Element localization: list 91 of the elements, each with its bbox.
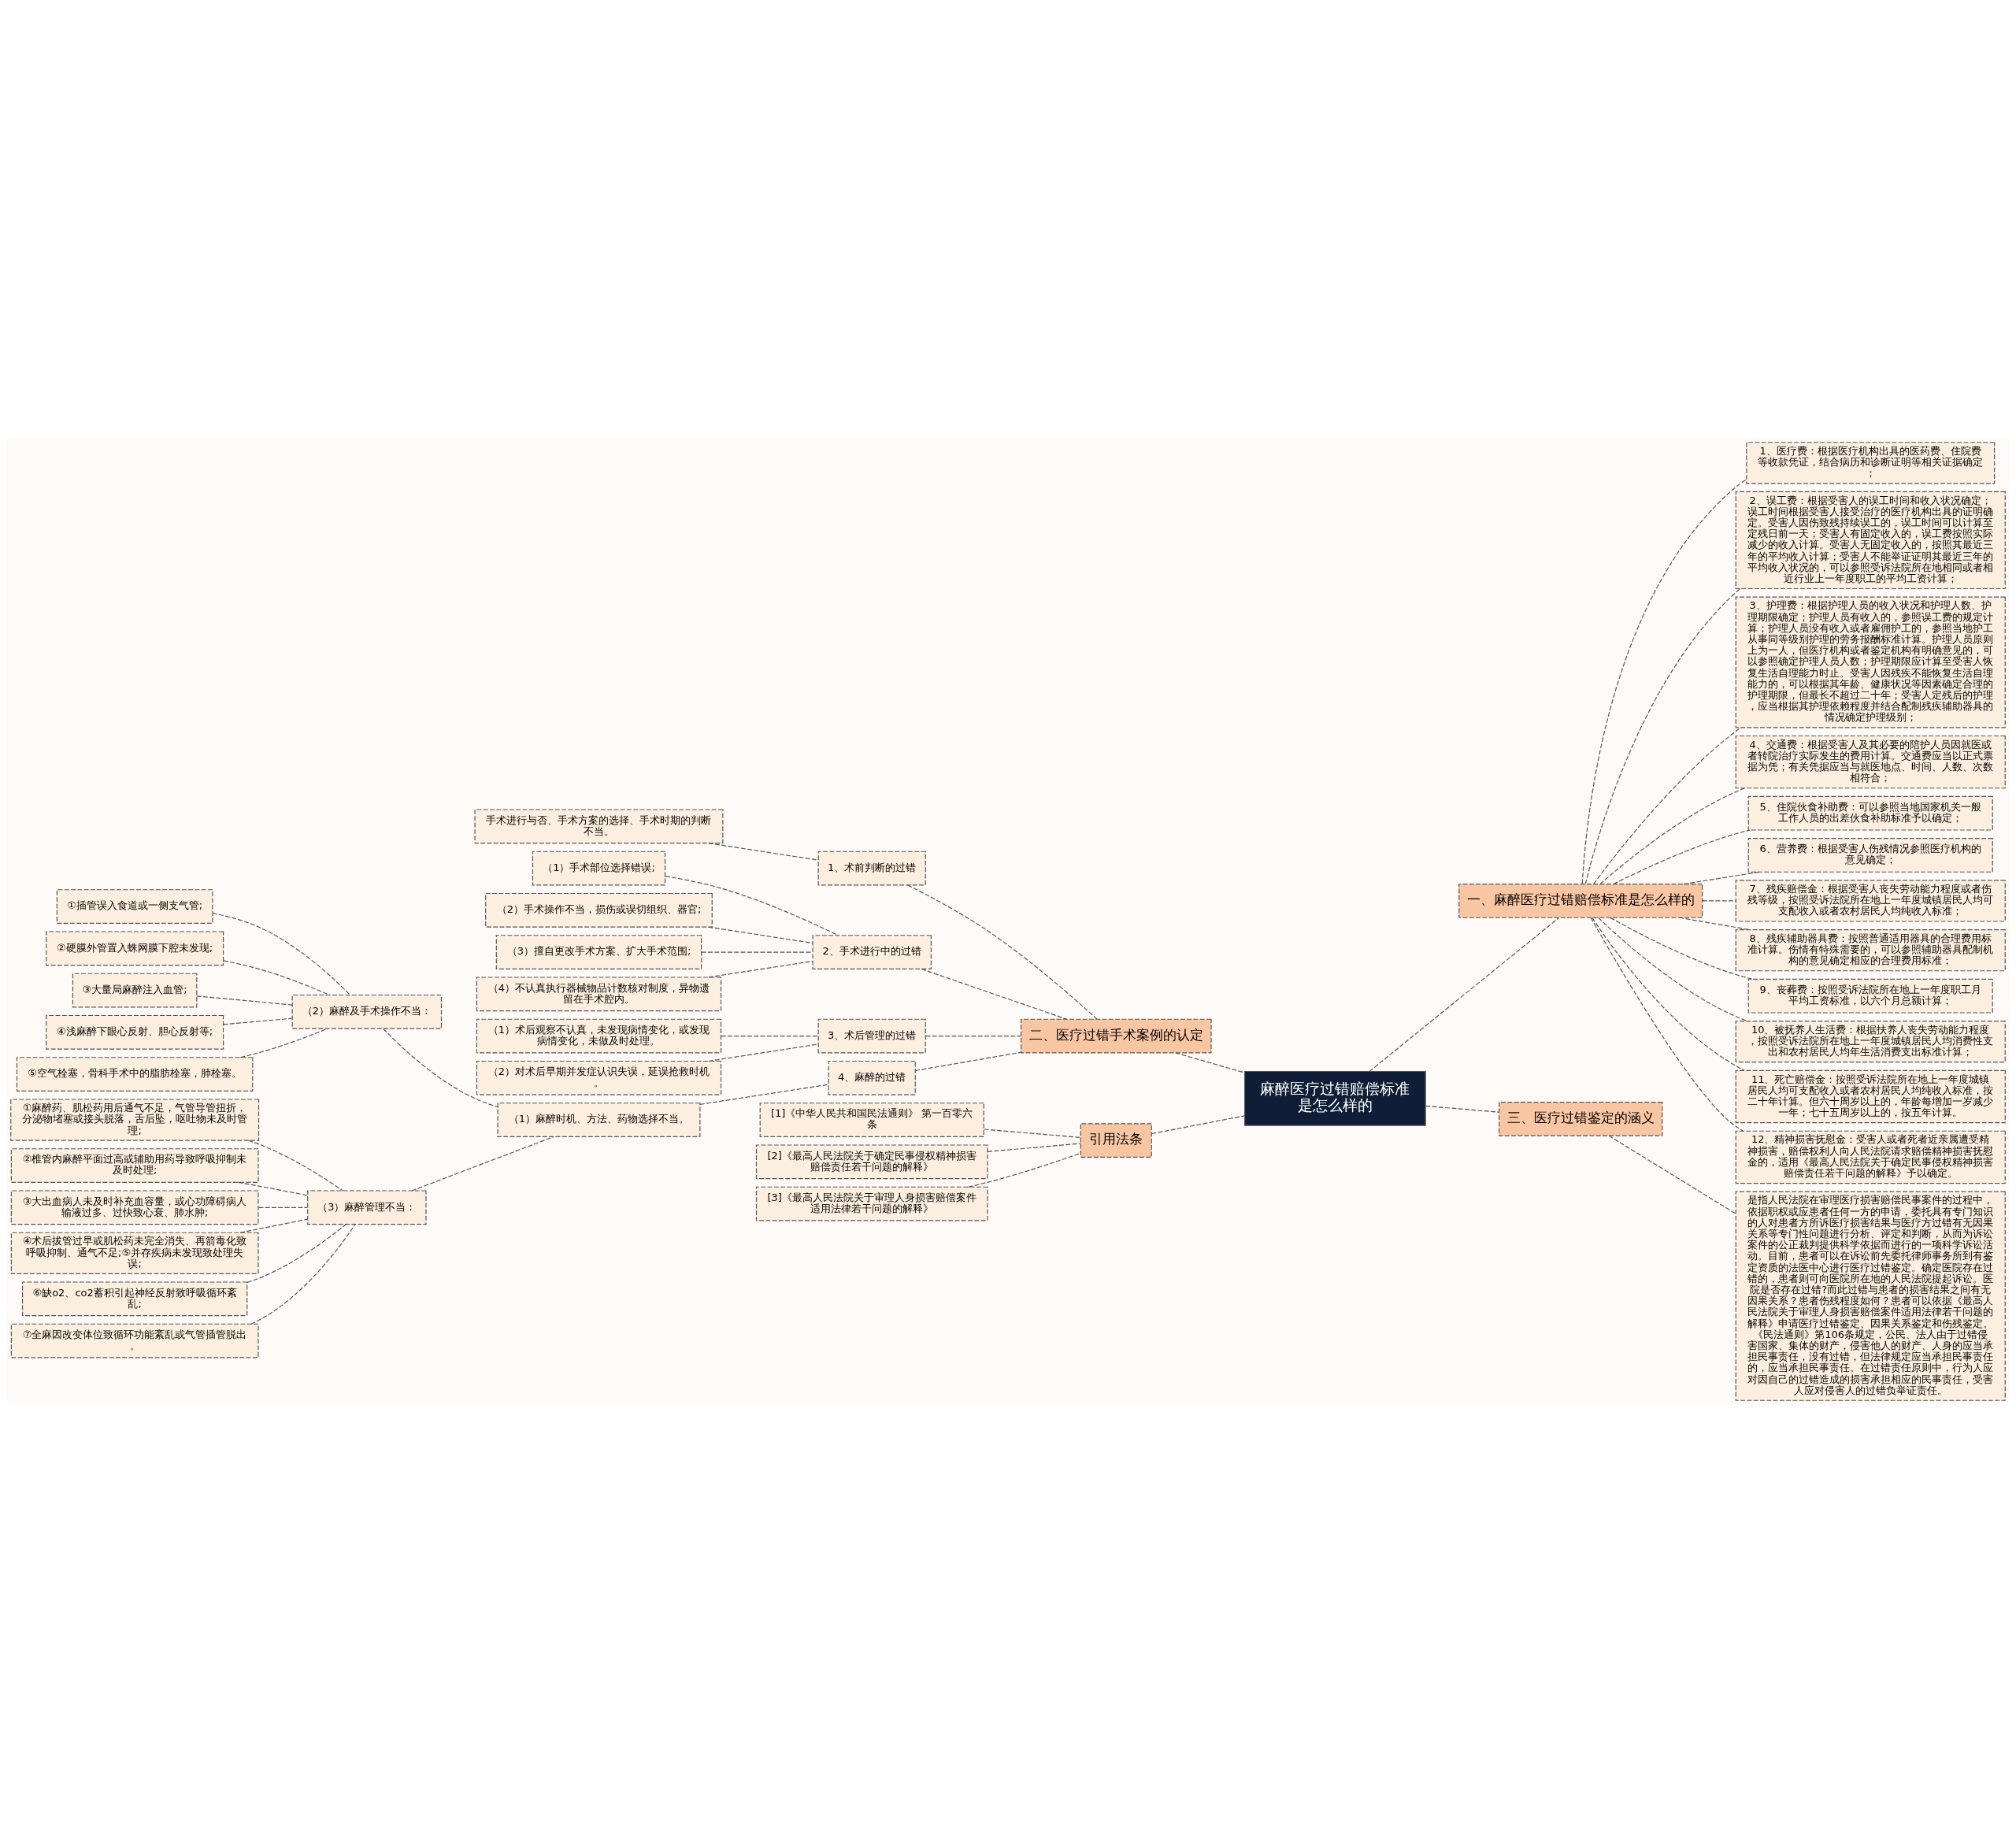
node-box: 二、医疗过错手术案例的认定 (1021, 1018, 1212, 1053)
node-box: ②椎管内麻醉平面过高或辅助用药导致呼吸抑制未及时处理; (10, 1147, 259, 1183)
node-box: （3）擅自更改手术方案、扩大手术范围; (495, 934, 702, 969)
connector (1598, 917, 1748, 1021)
node-box: ④浅麻醉下眼心反射、胆心反射等; (46, 1014, 224, 1050)
connector (411, 1136, 554, 1192)
node-box: [3]《最高人民法院关于审理人身损害赔偿案件适用法律若干问题的解释》 (755, 1186, 988, 1221)
node-box: 麻醉医疗过错赔偿标准是怎么样的 (1244, 1070, 1426, 1126)
connector (1425, 1105, 1500, 1113)
connector (925, 1035, 1021, 1036)
connector (984, 1128, 1081, 1138)
node-box: 8、残疾辅助器具费：按照普通适用器具的合理费用标准计算。伤情有特殊需要的，可以参照辅助器具配制机构的意见确定相应的合理费用标准； (1735, 928, 2006, 971)
node-box: ①插管误入食道或一侧支气管; (56, 888, 213, 924)
connector (967, 1152, 1081, 1188)
connector (1683, 871, 1760, 884)
node-box: ①麻醉药、肌松药用后通气不足，气管导管扭折，分泌物堵塞或接头脱落，舌后坠，呕吐物未及时管理; (10, 1098, 260, 1141)
connector (212, 912, 350, 995)
connector (383, 1028, 498, 1107)
connector (1702, 899, 1736, 902)
node-box: 9、丧葬费：按照受诉法院所在地上一年度职工月平均工资标准，以六个月总额计算； (1747, 978, 1993, 1014)
connector (914, 1051, 1021, 1071)
connector (258, 1206, 309, 1208)
connector (1584, 587, 1741, 884)
node-box: ⑥缺o2、co2蓄积引起神经反射致呼吸循环紊乱; (21, 1281, 248, 1316)
node-box: 1、术前判断的过错 (817, 851, 926, 885)
node-box: ⑦全麻因改变体位致循环功能紊乱或气管插管脱出。 (10, 1323, 259, 1358)
node-box: 5、住院伙食补助费：可以参照当地国家机关一般工作人员的出差伙食补助标准予以确定； (1747, 795, 1993, 831)
connector (1593, 727, 1741, 884)
connector (250, 1223, 356, 1325)
connector (701, 951, 813, 953)
connector (1592, 917, 1745, 1071)
node-box: ③大出血病人未及时补充血容量，或心功障碍病人输液过多、过快致心衰、肺水肿; (10, 1189, 259, 1225)
node-box: 7、残疾赔偿金：根据受害人丧失劳动能力程度或者伤残等级，按照受诉法院所在地上一年度城镇居民人均可支配收入或者农村居民人均纯收入标准； (1735, 879, 2006, 922)
connector (1599, 787, 1745, 884)
node-box: 3、护理费：根据护理人员的收入状况和护理人数、护理期限确定；护理人员有收入的，参照误工费的规定计算；护理人员没有收入或者雇佣护工的，参照当地护工从事同等级别护理的劳务报酬标准计算。护理人员原则上为一人，但医疗机构或者鉴定机构有明确意见的，可以参照确定护理人员人数；护理期限应计算至受害人恢复生活自理能力时止。受害人因残疾不能恢复生活自理能力的，可以根据其年龄、健康状况等因素确定合理的护理期限，但最长不超过二十年；受害人定残后的护理，应当根据其护理依赖程度并结合配制残疾辅助器具的情况确定护理级别； (1735, 596, 2006, 728)
node-box: 11、死亡赔偿金：按照受诉法院所在地上一年度城镇居民人均可支配收入或者农村居民人均纯收入标准，按二十年计算。但六十周岁以上的，年龄每增加一岁减少一年；七十五周岁以上的，按五年计算。 (1735, 1069, 2006, 1123)
connector (1175, 1051, 1245, 1073)
node-box: 10、被抚养人生活费：根据扶养人丧失劳动能力程度，按照受诉法院所在地上一年度城镇居民人均消费性支出和农村居民人均年生活消费支出标准计算； (1735, 1020, 2006, 1062)
connector (1581, 478, 1747, 884)
connector (708, 1043, 819, 1062)
connector (1610, 917, 1753, 980)
node-box: ③大量局麻醉注入血管; (72, 973, 198, 1007)
connector (239, 1218, 309, 1233)
node-box: ②硬膜外管置入蛛网膜下腔未发现; (46, 930, 224, 965)
node-box: （1）麻醉时机、方法、药物选择不当。 (497, 1102, 701, 1137)
connector (699, 1084, 829, 1105)
node-box: 三、医疗过错鉴定的涵义 (1499, 1101, 1663, 1136)
node-box: 4、麻醉的过错 (828, 1060, 916, 1095)
connector (708, 926, 813, 943)
connector (708, 842, 819, 861)
node-box: （3）麻醉管理不当： (307, 1189, 427, 1225)
node-box: 一、麻醉医疗过错赔偿标准是怎么样的 (1458, 883, 1703, 918)
connector (223, 1017, 293, 1025)
node-box: （2）对术后早期并发症认识失误，延误抢救时机。 (476, 1060, 722, 1095)
node-box: ④术后拔管过早或肌松药未完全消失、再箭毒化致呼吸抑制、通气不足;⑤并存疾病未发现致处理失误; (10, 1232, 259, 1274)
connector (987, 1142, 1081, 1152)
node-box: （2）麻醉及手术操作不当： (291, 994, 443, 1029)
connector (708, 960, 813, 978)
connector (907, 884, 1098, 1020)
node-box: 手术进行与否、手术方案的选择、手术时期的判断不当。 (474, 808, 724, 843)
node-box: [2]《最高人民法院关于确定民事侵权精神损害赔偿责任若干问题的解释》 (755, 1143, 988, 1179)
node-box: 引用法条 (1080, 1122, 1152, 1158)
node-box: 2、手术进行中的过错 (812, 934, 932, 969)
connector (1608, 1135, 1736, 1214)
connector (239, 1028, 328, 1058)
connector (1590, 917, 1744, 1132)
connector (223, 959, 331, 995)
connector (246, 1223, 346, 1283)
connector (237, 1181, 309, 1196)
node-box: [1]《中华人民共和国民法通则》 第一百零六条 (759, 1102, 984, 1137)
node-box: 12、精神损害抚慰金：受害人或者死者近亲属遭受精神损害，赔偿权利人向人民法院请求赔偿精神损害抚慰金的，适用《最高人民法院关于确定民事侵权精神损害赔偿责任若干问题的解释》予以确定。 (1735, 1130, 2006, 1184)
connector (1369, 917, 1560, 1072)
node-box: ⑤空气栓塞，骨科手术中的脂肪栓塞，肺栓塞。 (16, 1056, 254, 1091)
connector (247, 1140, 343, 1192)
node-box: 2、误工费：根据受害人的误工时间和收入状况确定；误工时间根据受害人接受治疗的医疗机构出具的证明确定。受害人因伤致残持续误工的，误工时间可以计算至定残日前一天；受害人有固定收入的，误工费按照实际减少的收入计算。受害人无固定收入的，按照其最近三年的平均收入计算；受害人不能举证证明其最近三年的平均收入状况的，可以参照受诉法院所在地相同或者相近行业上一年度职工的平均工资计算； (1735, 491, 2006, 589)
node-box: （2）手术操作不当，损伤或误切组织、器官; (485, 892, 713, 928)
node-box: 是指人民法院在审理医疗损害赔偿民事案件的过程中，依据职权或应患者任何一方的申请，委托具有专门知识的人对患者方所诉医疗损害结果与医疗方过错有无因果关系等专门性问题进行分析、评定和判断，从而为诉讼案件的公正裁判提供科学依据而进行的一项科学诉讼活动。目前，患者可以在诉讼前先委托律师事务所到有鉴定资质的法医中心进行医疗过错鉴定。确定医院存在过错的，患者则可向医院所在地的人民法院提起诉讼。医院是否存在过错?而此过错与患者的损害结果之间有无因果关系？患者伤残程度如何？患者可以依据《最高人民法院关于审理人身损害赔偿案件适用法律若干问题的解释》申请医疗过错鉴定、因果关系鉴定和伤残鉴定。《民法通则》第106条规定，公民、法人由于过错侵害国家、集体的财产，侵害他人的财产、人身的应当承担民事责任，没有过错，但法律规定应当承担民事责任的，应当承担民事责任。在过错责任原则中，行为人应对因自己的过错造成的损害承担相应的民事责任，受害人应对侵害人的过错负举证责任。 (1735, 1191, 2006, 1401)
connector (196, 995, 293, 1006)
node-box: 1、医疗费：根据医疗机构出具的医药费、住院费等收款凭证，结合病历和诊断证明等相关证据确定； (1746, 441, 1996, 484)
connector (1679, 917, 1751, 930)
connector (921, 968, 1067, 1020)
connector (721, 1035, 819, 1036)
node-box: 3、术后管理的过错 (817, 1018, 926, 1053)
connector (1151, 1114, 1246, 1134)
node-box: （1）手术部位选择错误; (532, 851, 666, 885)
node-box: 6、营养费：根据受害人伤残情况参照医疗机构的意见确定； (1747, 837, 1993, 873)
node-box: （1）术后观察不认真，未发现病情变化，或发现病情变化，未做及时处理。 (476, 1018, 722, 1053)
node-box: （4）不认真执行器械物品计数核对制度，异物遗留在手术腔内。 (476, 976, 722, 1011)
node-box: 4、交通费：根据受害人及其必要的陪护人员因就医或者转院治疗实际发生的费用计算。交通费应当以正式票据为凭；有关凭据应当与就医地点、时间、人数、次数相符合； (1735, 735, 2006, 788)
connector (665, 875, 839, 936)
connector (1613, 829, 1751, 884)
